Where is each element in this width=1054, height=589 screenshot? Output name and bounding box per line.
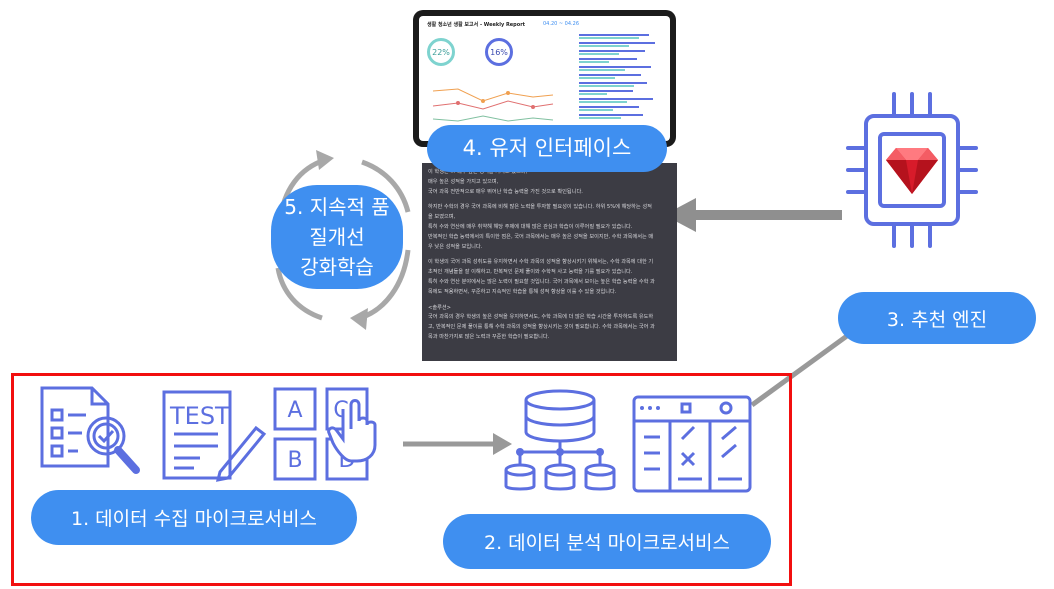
kpi-ring-2: 16% — [485, 38, 513, 66]
report-line: 하지만 수학의 경우 국어 과목에 비해 많은 노력을 투자할 필요성이 있습니… — [428, 204, 652, 211]
stage-4-label: 4. 유저 인터페이스 — [462, 136, 632, 160]
report-line: 초적인 개념들을 잘 이해하고, 반복적인 문제 풀이와 수학적 사고 능력을 … — [428, 269, 633, 276]
stage-1-label: 1. 데이터 수집 마이크로서비스 — [70, 508, 317, 530]
report-line: 국어 과목의 경우 학생의 높은 성적을 유지하면서도, 수학 과목에 더 많은… — [428, 314, 654, 321]
report-line: 국어 과목 전반적으로 매우 뛰어난 학습 능력을 가진 것으로 확인됩니다. — [428, 188, 583, 195]
tablet-device: 생활 청소년 생활 보고서 - Weekly Report 04.20 ~ 04… — [413, 10, 676, 147]
stage-1-data-collection: 1. 데이터 수집 마이크로서비스 — [31, 490, 357, 545]
report-line: 이 학생의 국어 과목 성취도를 유지하면서 수학 과목의 성적을 향상시키기 … — [428, 259, 654, 266]
card-a: A — [287, 398, 302, 423]
stage-5-line-1: 5. 지속적 품 — [284, 195, 390, 219]
report-lines: 이 학생은 ... 매우 높은 성적을 가지고 있으며, 매우 높은 성적을 가지… — [422, 163, 677, 342]
report-line-chart — [432, 88, 554, 122]
arrow-analysis-to-recommend — [750, 322, 864, 408]
report-text-panel: 이 학생은 ... 매우 높은 성적을 가지고 있으며, 매우 높은 성적을 가지… — [422, 163, 677, 361]
report-date: 04.20 ~ 04.26 — [543, 21, 579, 27]
report-bar-chart — [579, 34, 655, 119]
stage-2-data-analysis: 2. 데이터 분석 마이크로서비스 — [443, 514, 771, 569]
kpi-ring-1: 22% — [427, 38, 455, 66]
highlight-frame — [11, 373, 792, 586]
report-line: 이 학생은 ... 매우 높은 성적을 가지고 있으며, — [428, 169, 528, 175]
ruby-gem — [886, 148, 938, 194]
pointer-hand-icon — [327, 399, 377, 463]
kpi-2-value: 16% — [490, 47, 508, 57]
report-line: 목과 마찬가지로 많은 노력과 꾸준한 학습이 필요합니다. — [428, 333, 550, 340]
cycle-arrow-bottom-left — [275, 267, 323, 321]
report-line: 고, 반복적인 문제 풀이를 통해 수학 과목의 성적을 향상시키는 것이 필요… — [428, 324, 655, 331]
report-line: 우 낮은 성적을 보입니다. — [428, 243, 483, 250]
stage-3-label: 3. 추천 엔진 — [886, 308, 988, 331]
document-search-icon — [40, 386, 140, 474]
test-label: TEST — [169, 402, 230, 430]
report-line: 목에도 적용하면서, 꾸준하고 지속적인 학습을 통해 성적 향상을 이룰 수 … — [428, 288, 617, 295]
report-line: 매우 높은 성적을 가지고 있으며, — [428, 178, 499, 185]
stage-5-line-2: 질개선 — [309, 225, 365, 249]
report-dashboard-screen: 생활 청소년 생활 보고서 - Weekly Report 04.20 ~ 04… — [419, 16, 670, 141]
report-line: 특히 수와 연산 분야에서는 많은 노력이 필요할 것입니다. 국어 과목에서 … — [428, 278, 655, 285]
stage-5-continuous-improvement: 5. 지속적 품 질개선 강화학습 — [271, 185, 403, 289]
report-line: 을 보였으며, — [428, 214, 456, 221]
stage-5-line-3: 강화학습 — [300, 255, 374, 279]
answer-choice-icon: A C B D — [273, 387, 377, 481]
kpi-1-value: 22% — [432, 47, 450, 57]
test-paper-icon: TEST — [162, 390, 267, 482]
stage-2-label: 2. 데이터 분석 마이크로서비스 — [483, 532, 730, 554]
report-line: 특히 수와 연산에 매우 취약해 해당 주제에 대해 많은 관심과 학습이 이루… — [428, 223, 633, 230]
card-b: B — [287, 448, 302, 473]
report-line: <솔루션> — [428, 304, 452, 311]
stage-4-user-interface: 4. 유저 인터페이스 — [427, 125, 667, 172]
database-icon — [504, 389, 616, 491]
analysis-dashboard-icon — [632, 395, 752, 493]
ruby-chip-icon — [846, 92, 978, 248]
report-line: 반복적인 학습 능력에서의 특이한 점은, 국어 과목에서는 매우 높은 성적을… — [428, 233, 654, 240]
report-title: 생활 청소년 생활 보고서 - Weekly Report — [427, 22, 526, 28]
stage-3-recommendation-engine: 3. 추천 엔진 — [838, 292, 1036, 344]
cycle-arrow-top-right — [361, 159, 411, 213]
